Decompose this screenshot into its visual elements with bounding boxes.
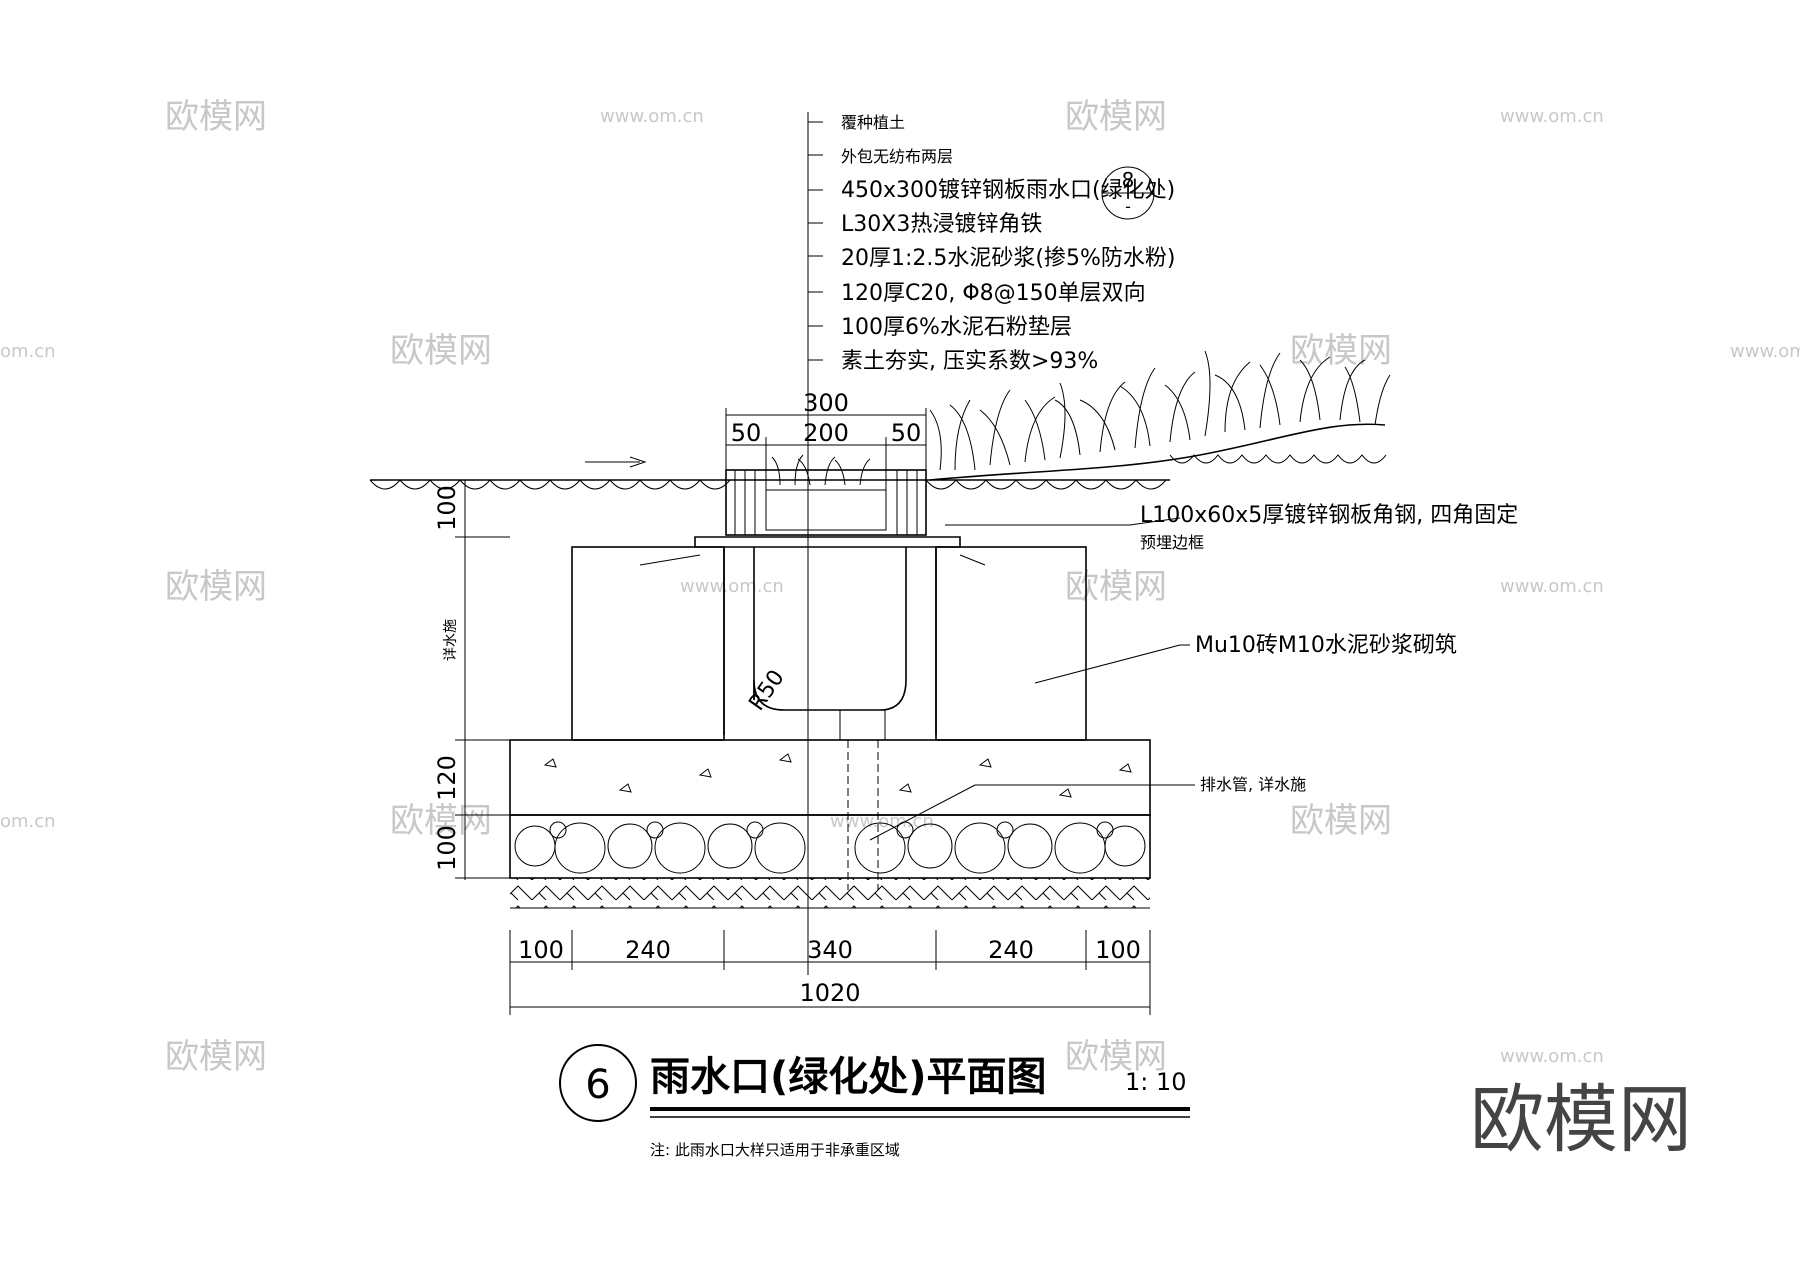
watermark-url: www.om.cn — [1730, 341, 1800, 362]
brand-logo: 欧模网 — [1470, 1077, 1692, 1163]
title-number: 6 — [585, 1062, 610, 1108]
callout-wall: Mu10砖M10水泥砂浆砌筑 — [1195, 633, 1457, 658]
dim-total: 1020 — [799, 979, 860, 1007]
watermark-brand: 欧模网 — [1065, 1037, 1167, 1077]
dim-top-mid: 200 — [803, 419, 849, 447]
dim-left-c: 120 — [433, 755, 461, 801]
watermark-brand: 欧模网 — [1065, 97, 1167, 137]
callout-pipe: 排水管, 详水施 — [1200, 775, 1306, 794]
watermark-url: www.om.cn — [1500, 576, 1604, 597]
watermark-url: www.om.cn — [680, 576, 784, 597]
radius-label: R50 — [744, 666, 789, 716]
grass — [771, 350, 1391, 486]
watermark-brand: 欧模网 — [390, 801, 492, 841]
watermark-brand: 欧模网 — [165, 567, 267, 607]
concrete-layer — [509, 739, 1151, 816]
annotation-5: 20厚1:2.5水泥砂浆(掺5%防水粉) — [841, 246, 1175, 271]
dim-left-b: 详水施 — [443, 619, 459, 661]
bottom-dimensions: 100 240 340 240 100 1020 — [509, 930, 1151, 1015]
watermark-layer: 欧模网 www.om.cn 欧模网 www.om.cn om.cn 欧模网 欧模… — [0, 97, 1800, 1163]
detail-ref-bottom: - — [1125, 197, 1131, 216]
dim-left-a: 100 — [433, 485, 461, 531]
annotation-8: 素土夯实, 压实系数>93% — [841, 349, 1098, 374]
title-text: 雨水口(绿化处)平面图 — [650, 1054, 1047, 1100]
dim-top-left: 50 — [731, 419, 762, 447]
dim-bottom-1: 100 — [518, 936, 564, 964]
annotation-3: 450x300镀锌钢板雨水口(绿化处) — [841, 178, 1175, 203]
annotation-2: 外包无纺布两层 — [841, 147, 953, 166]
detail-reference: 8 - — [1101, 166, 1155, 220]
dim-bottom-3: 340 — [807, 936, 853, 964]
watermark-brand: 欧模网 — [1065, 567, 1167, 607]
title-block: 6 雨水口(绿化处)平面图 1: 10 注: 此雨水口大样只适用于非承重区域 — [559, 1044, 1190, 1159]
watermark-url: www.om.cn — [1500, 106, 1604, 127]
watermark-url: om.cn — [0, 811, 56, 832]
watermark-brand: 欧模网 — [165, 1037, 267, 1077]
dim-left-d: 100 — [433, 825, 461, 871]
layer-annotations: 覆种植土 外包无纺布两层 450x300镀锌钢板雨水口(绿化处) L30X3热浸… — [808, 113, 1175, 374]
note-text: 注: 此雨水口大样只适用于非承重区域 — [650, 1141, 900, 1159]
watermark-brand: 欧模网 — [165, 97, 267, 137]
grating-frame — [639, 469, 986, 566]
annotation-4: L30X3热浸镀锌角铁 — [841, 212, 1042, 237]
annotation-6: 120厚C20, Φ8@150单层双向 — [841, 281, 1146, 306]
dim-bottom-4: 240 — [988, 936, 1034, 964]
foundation — [509, 739, 1151, 909]
callouts: L100x60x5厚镀锌钢板角钢, 四角固定 预埋边框 Mu10砖M10水泥砂浆… — [869, 503, 1518, 841]
dim-top-total: 300 — [803, 389, 849, 417]
flow-arrow — [585, 456, 647, 468]
annotation-7: 100厚6%水泥石粉垫层 — [841, 315, 1072, 340]
watermark-url: om.cn — [0, 341, 56, 362]
callout-angle-2: 预埋边框 — [1140, 533, 1204, 552]
left-dimensions: 100 详水施 120 100 — [433, 479, 510, 880]
watermark-brand: 欧模网 — [1290, 331, 1392, 371]
watermark-brand: 欧模网 — [390, 331, 492, 371]
watermark-url: www.om.cn — [830, 811, 934, 832]
watermark-brand: 欧模网 — [1290, 801, 1392, 841]
top-dimensions: 300 50 200 50 — [725, 389, 927, 495]
dim-top-right: 50 — [891, 419, 922, 447]
annotation-1: 覆种植土 — [841, 113, 905, 132]
detail-ref-top: 8 — [1122, 168, 1135, 192]
dim-bottom-5: 100 — [1095, 936, 1141, 964]
title-scale: 1: 10 — [1125, 1068, 1187, 1096]
dim-bottom-2: 240 — [625, 936, 671, 964]
watermark-url: www.om.cn — [600, 106, 704, 127]
ground-line — [369, 423, 1387, 490]
callout-angle: L100x60x5厚镀锌钢板角钢, 四角固定 — [1140, 503, 1518, 528]
watermark-url: www.om.cn — [1500, 1046, 1604, 1067]
